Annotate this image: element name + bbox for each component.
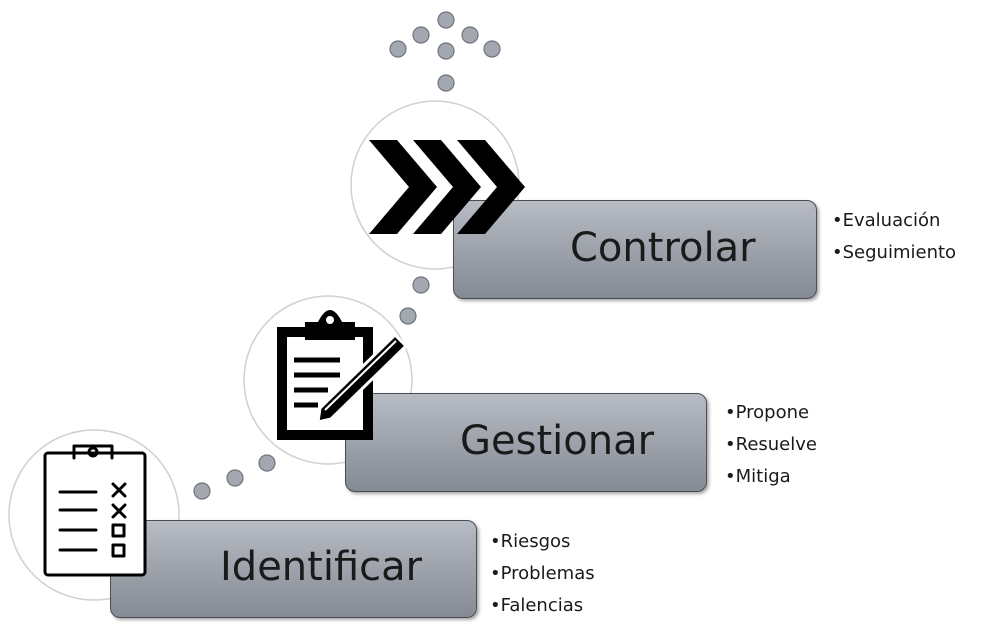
step-label-controlar: Controlar (570, 225, 756, 271)
bullet-item: Falencias (490, 590, 595, 622)
bullet-item: Problemas (490, 558, 595, 590)
checklist-icon (43, 444, 147, 577)
bullet-item: Mitiga (725, 461, 817, 493)
step-box-identificar (110, 520, 477, 618)
dot (412, 26, 430, 44)
dot (193, 482, 211, 500)
step-label-gestionar: Gestionar (460, 418, 655, 464)
bullets-gestionar: Propone Resuelve Mitiga (725, 397, 817, 493)
dot (437, 11, 455, 29)
dot (461, 26, 479, 44)
bullet-item: Evaluación (832, 205, 956, 237)
bullet-item: Seguimiento (832, 237, 956, 269)
dot (258, 454, 276, 472)
step-label-identificar: Identificar (220, 544, 423, 590)
bullets-identificar: Riesgos Problemas Falencias (490, 526, 595, 622)
dot (226, 469, 244, 487)
dot (389, 40, 407, 58)
bullets-controlar: Evaluación Seguimiento (832, 205, 956, 269)
bullet-item: Propone (725, 397, 817, 429)
dot (483, 40, 501, 58)
bullet-item: Riesgos (490, 526, 595, 558)
bullet-item: Resuelve (725, 429, 817, 461)
path-dots (193, 11, 501, 500)
clipboard-pencil-icon (277, 310, 408, 440)
dot (437, 74, 455, 92)
dot (399, 307, 417, 325)
step-box-gestionar (345, 393, 707, 492)
step-box-controlar (453, 200, 817, 299)
dot (437, 42, 455, 60)
dot (412, 276, 430, 294)
triple-chevron-icon (369, 140, 525, 234)
